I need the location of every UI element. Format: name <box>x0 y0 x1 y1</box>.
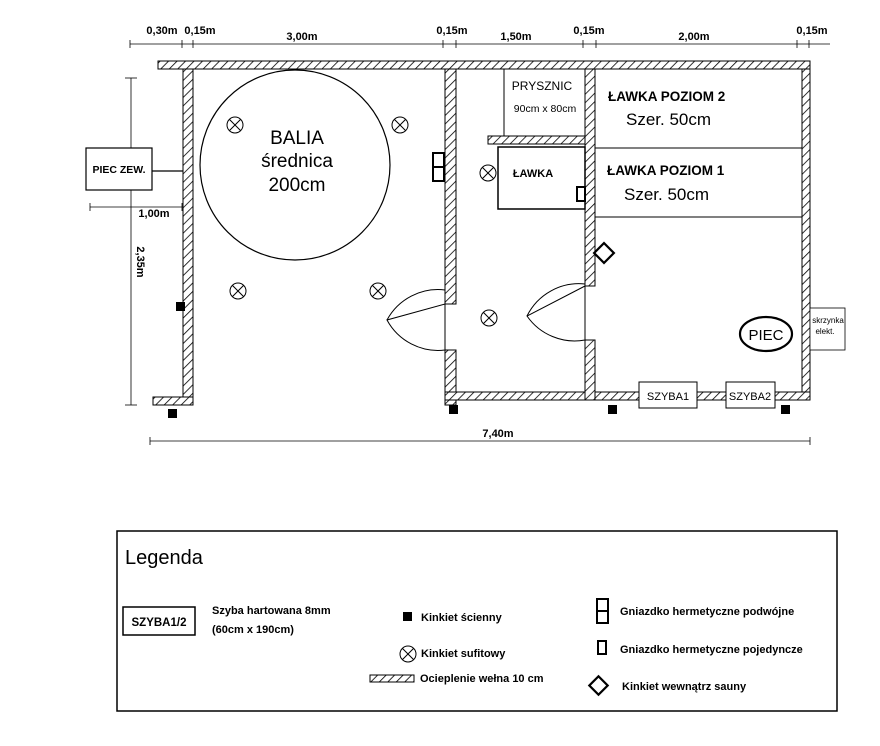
wall-light-icon <box>781 405 790 414</box>
legend-gniazdko-podwojne: Gniazdko hermetyczne podwójne <box>620 606 794 618</box>
lawka-label: ŁAWKA <box>513 168 553 180</box>
wall-light-icon <box>449 405 458 414</box>
ceiling-light-icon <box>391 116 409 134</box>
wall-light-icon <box>176 302 185 311</box>
ceiling-light-icon <box>369 282 387 300</box>
piec-ellipse <box>738 315 794 353</box>
walls <box>152 60 811 406</box>
szyba2-label: SZYBA2 <box>729 391 771 403</box>
socket-single-icon <box>576 186 586 202</box>
dim-235: 2,35m <box>134 246 146 277</box>
ceiling-light-icon <box>226 116 244 134</box>
legend-gniazdko-pojedyncze: Gniazdko hermetyczne pojedyncze <box>620 644 803 656</box>
ceiling-light-icon <box>399 645 417 663</box>
socket-single-icon <box>597 640 607 655</box>
piec-label: PIEC <box>748 327 783 344</box>
lawka-poziom2-title: ŁAWKA POZIOM 2 <box>608 89 725 104</box>
partitions <box>503 69 802 218</box>
prysznic-size: 90cm x 80cm <box>514 103 577 115</box>
dim-015-d: 0,15m <box>796 25 827 37</box>
skrzynka-line2: elekt. <box>815 327 834 336</box>
dim-150: 1,50m <box>500 31 531 43</box>
ceiling-light-icon <box>480 309 498 327</box>
piec-zew-label: PIEC ZEW. <box>92 164 145 176</box>
sauna-light-icon <box>587 674 610 697</box>
legend-szyba-desc-1: Szyba hartowana 8mm <box>212 605 331 617</box>
dim-100: 1,00m <box>138 208 169 220</box>
balia-line3: 200cm <box>268 175 325 196</box>
dim-030: 0,30m <box>146 25 177 37</box>
prysznic-title: PRYSZNIC <box>512 79 573 93</box>
balia-line2: średnica <box>261 151 333 172</box>
skrzynka-line1: skrzynka <box>812 316 844 325</box>
balia-circle <box>199 69 391 261</box>
lawka-poziom1-title: ŁAWKA POZIOM 1 <box>607 163 725 178</box>
piec-zew-box <box>85 147 153 191</box>
szyba1-label: SZYBA1 <box>647 391 689 403</box>
lawka-box <box>497 146 586 210</box>
ceiling-light-icon <box>229 282 247 300</box>
szyba1-box <box>638 381 698 409</box>
lawka-poziom2-width: Szer. 50cm <box>626 110 711 129</box>
socket-double-icon <box>432 152 445 182</box>
legend: Legenda SZYBA1/2 Szyba hartowana 8mm (60… <box>116 530 838 712</box>
legend-szyba-desc-2: (60cm x 190cm) <box>212 624 294 636</box>
legend-szyba-label: SZYBA1/2 <box>132 617 187 629</box>
legend-szyba-box <box>122 606 196 636</box>
dimension-lines <box>89 40 830 445</box>
wall-light-icon <box>168 409 177 418</box>
ceiling-light-icon <box>479 164 497 182</box>
dim-300: 3,00m <box>286 31 317 43</box>
lawka-poziom1-width: Szer. 50cm <box>624 185 709 204</box>
dim-200: 2,00m <box>678 31 709 43</box>
insulation-icon <box>369 674 415 683</box>
balia-title: BALIA <box>270 128 324 149</box>
legend-kinkiet-sufitowy: Kinkiet sufitowy <box>421 648 506 660</box>
szyba2-box <box>725 381 776 409</box>
wall-light-icon <box>608 405 617 414</box>
wall-lights <box>168 302 790 418</box>
doors <box>386 283 586 351</box>
socket-double-icon <box>596 598 609 624</box>
wall-light-icon <box>403 612 412 621</box>
legend-title: Legenda <box>125 547 204 569</box>
dim-015-a: 0,15m <box>184 25 215 37</box>
legend-ocieplenie: Ocieplenie wełna 10 cm <box>420 673 544 685</box>
dim-015-c: 0,15m <box>573 25 604 37</box>
legend-box <box>116 530 838 712</box>
legend-kinkiet-sauny: Kinkiet wewnątrz sauny <box>622 681 747 693</box>
dim-740: 7,40m <box>482 428 513 440</box>
legend-kinkiet-scienny: Kinkiet ścienny <box>421 612 503 624</box>
dim-015-b: 0,15m <box>436 25 467 37</box>
sauna-light-icon <box>592 241 616 265</box>
skrzynka-box <box>809 307 846 351</box>
ceiling-lights <box>226 116 498 327</box>
